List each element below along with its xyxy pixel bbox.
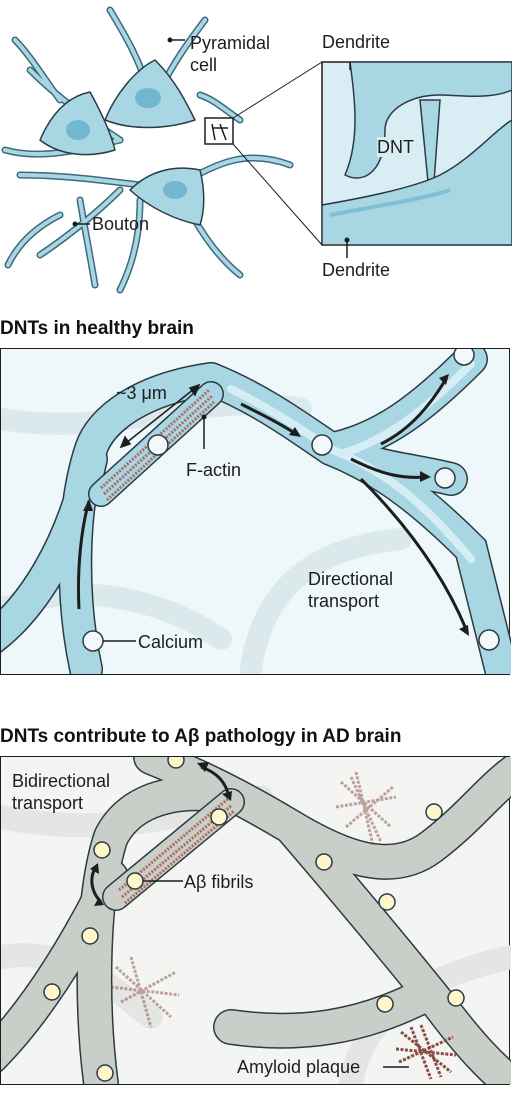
calcium-particles — [82, 349, 500, 652]
dendrite-top-label: Dendrite — [322, 32, 391, 52]
length-indicator — [119, 383, 201, 449]
ab-fibrils-label: Aβ fibrils — [184, 872, 254, 892]
bouton-label: Bouton — [92, 214, 150, 234]
healthy-title: DNTs in healthy brain — [0, 318, 194, 339]
directional-transport-label: Directional transport — [308, 569, 394, 611]
dendrite-bottom-label: Dendrite — [322, 260, 391, 280]
healthy-panel — [1, 349, 511, 674]
overview-panel — [1, 6, 512, 294]
amyloid-plaques — [110, 771, 457, 1080]
zoom-box — [204, 117, 234, 145]
pyramidal-neuron-illustration — [1, 6, 294, 294]
calcium-label: Calcium — [138, 632, 204, 652]
bidirectional-transport-label: Bidirectional transport — [12, 771, 111, 813]
ab-particles — [43, 757, 465, 1082]
f-actin-label: F-actin — [186, 460, 242, 480]
dnt-label: DNT — [377, 137, 414, 157]
healthy-dendrites — [1, 349, 511, 674]
pyramidal-cell-label: Pyramidal cell — [190, 33, 271, 75]
ad-panel — [1, 757, 511, 1084]
amyloid-plaque-label: Amyloid plaque — [237, 1057, 361, 1077]
ad-title: DNTs contribute to Aβ pathology in AD br… — [0, 726, 402, 747]
dnt-inset — [321, 61, 512, 258]
length-label: ~3 μm — [116, 383, 167, 403]
